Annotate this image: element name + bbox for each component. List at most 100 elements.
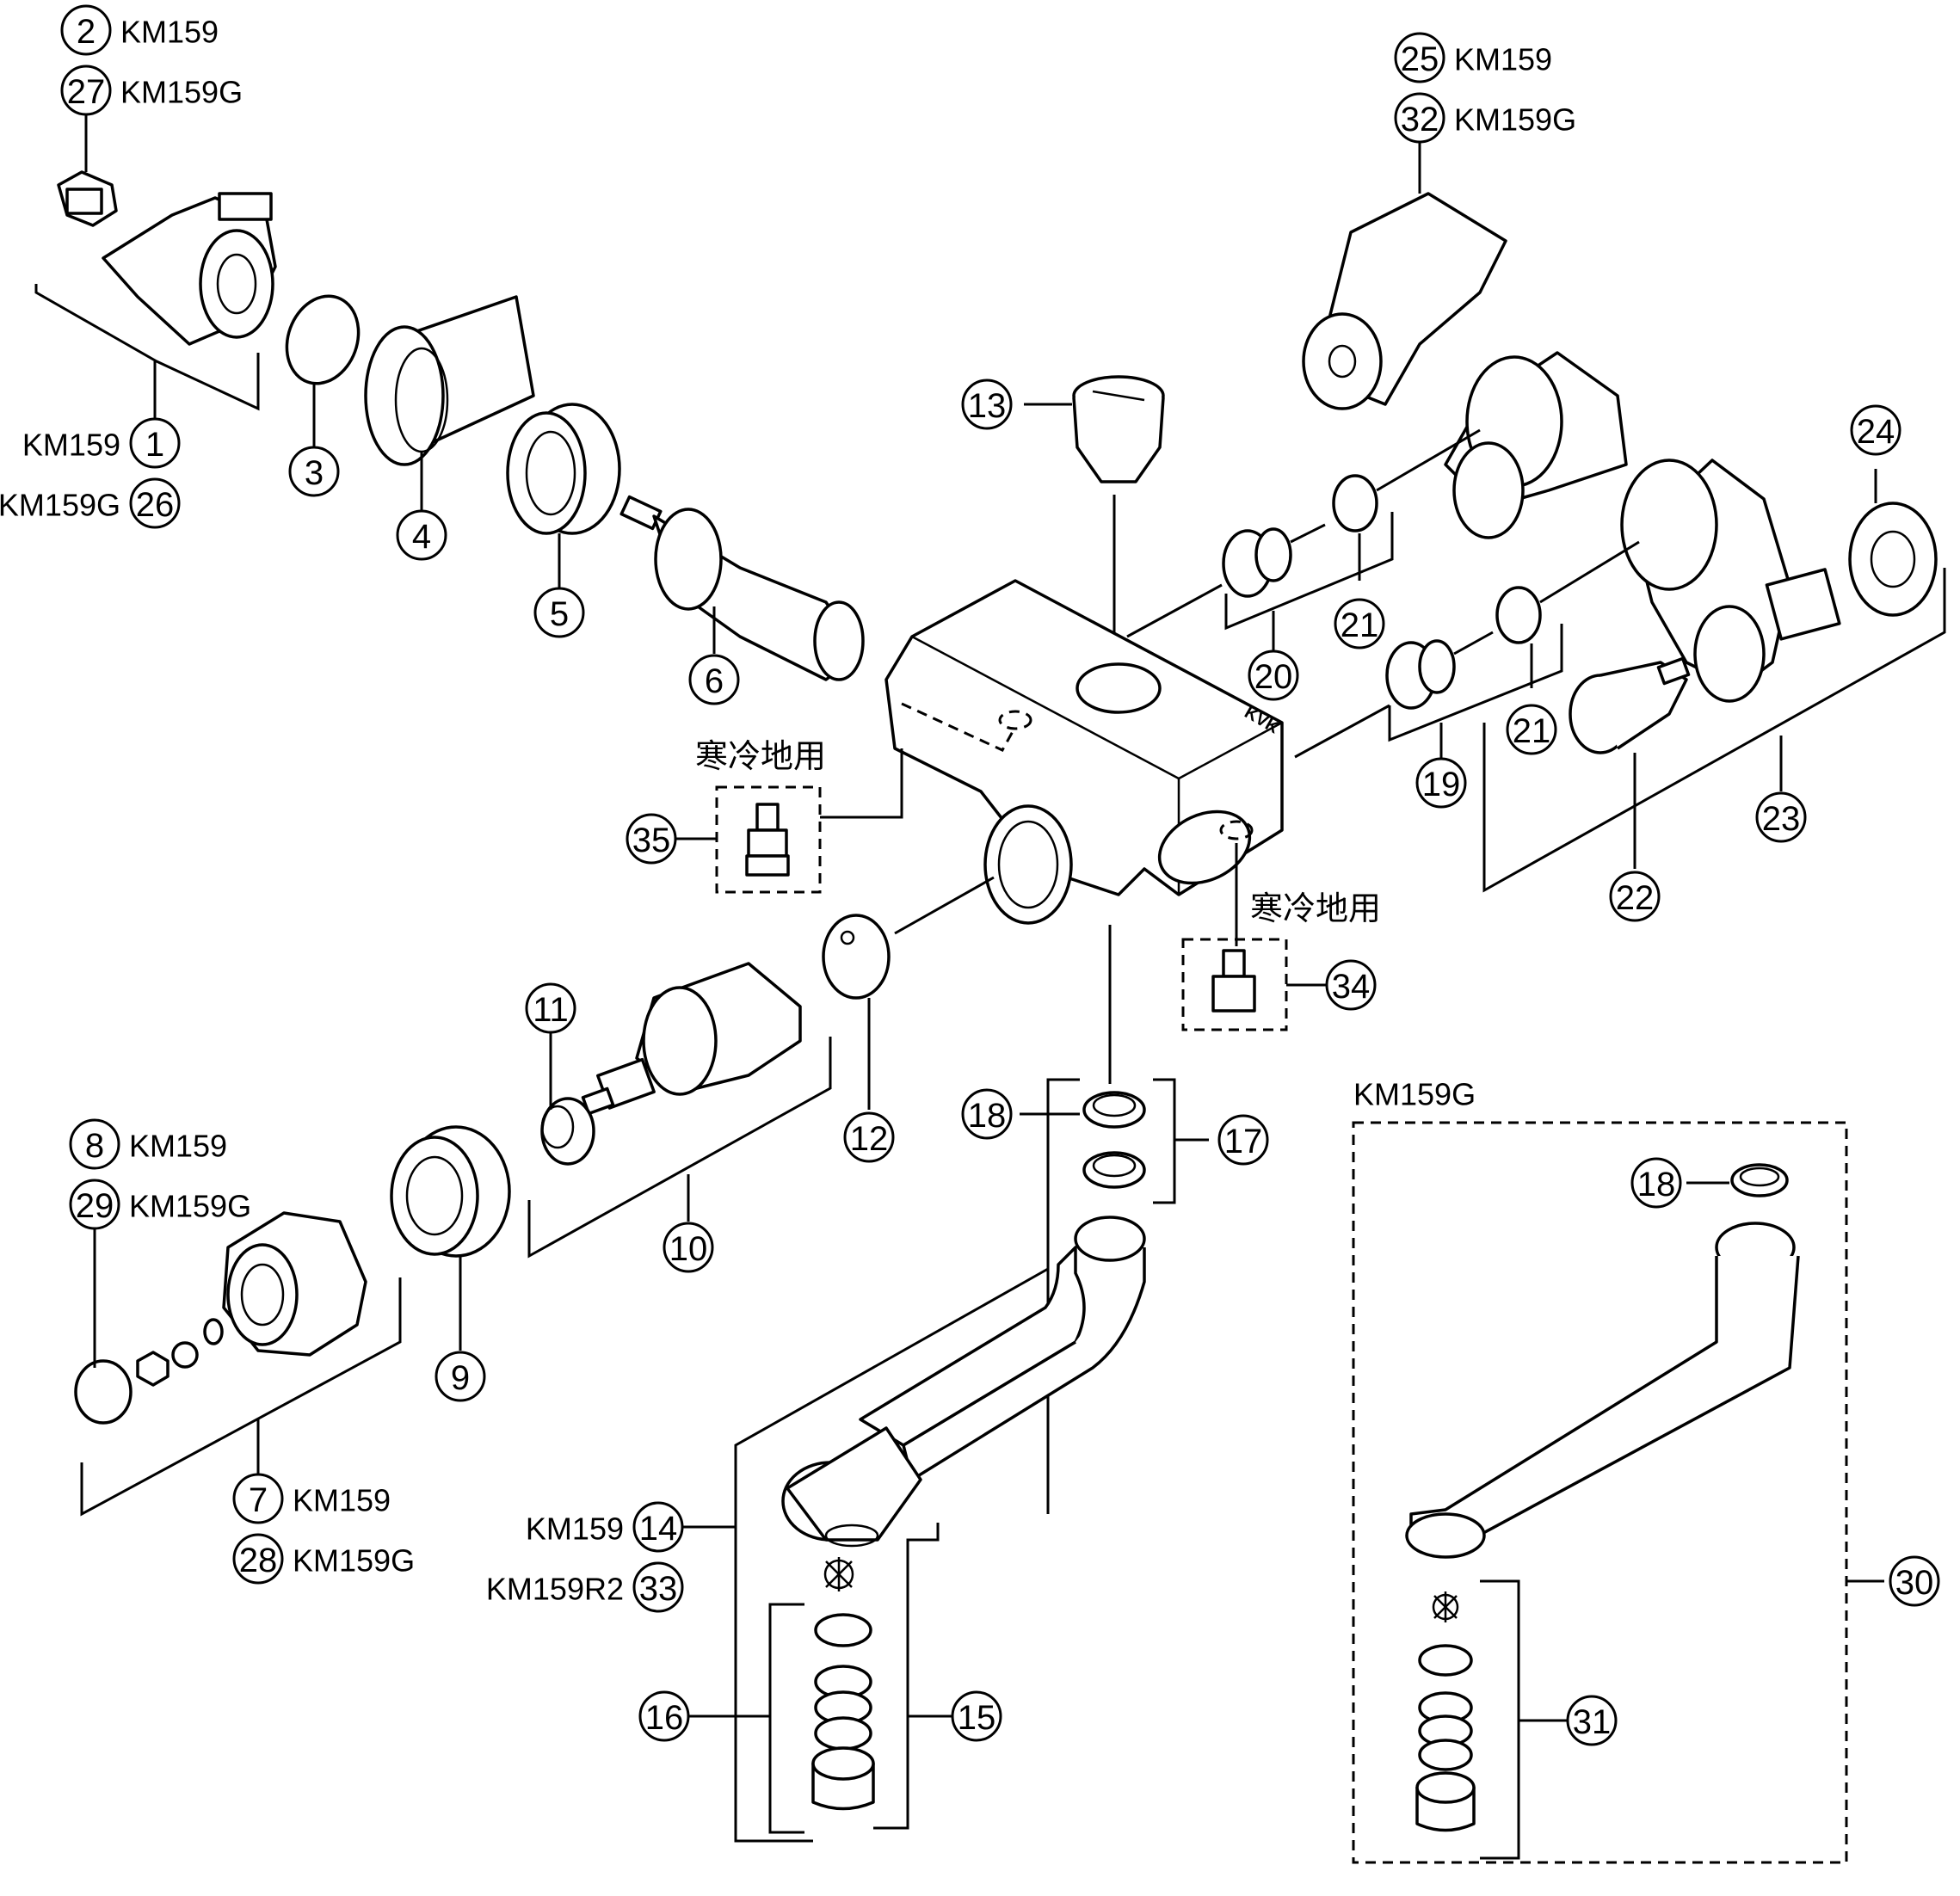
part-17-washer-drawing <box>1082 1151 1146 1189</box>
callout-16: 16 <box>638 1690 690 1742</box>
callout-33: 33 KM159R2 <box>486 1561 684 1613</box>
callout-circle <box>626 813 677 865</box>
callout-34: 34 <box>1325 959 1377 1011</box>
bracket-31 <box>1480 1579 1520 1860</box>
part-30-spout-drawing <box>1405 1222 1800 1559</box>
callout-circle <box>1609 871 1661 922</box>
part-10-cartridge-drawing <box>581 962 802 1116</box>
callout-5: 5 <box>533 587 585 638</box>
part-20-check-valve-drawing <box>1222 527 1292 598</box>
part-1-handle-drawing <box>102 192 277 346</box>
callout-circle <box>69 1179 120 1230</box>
callout-11: 11 <box>525 982 576 1034</box>
callout-number: 22 <box>1616 879 1655 917</box>
aerator-set-drawing <box>811 1557 875 1811</box>
callout-circle <box>129 417 181 469</box>
callout-27: 27 KM159G <box>60 65 243 116</box>
callout-circle <box>632 1501 684 1553</box>
part-7-handle-drawing <box>222 1211 367 1357</box>
model-label: KM159R2 <box>486 1572 624 1607</box>
callout-circle <box>60 65 112 116</box>
part-8-cap-drawing <box>74 1318 224 1425</box>
callout-number: 33 <box>639 1570 678 1608</box>
part-6-cartridge-drawing <box>619 495 865 681</box>
callout-24: 24 <box>1850 404 1901 456</box>
callout-number: 12 <box>850 1120 889 1158</box>
bracket-10 <box>527 1037 832 1259</box>
callout-number: 29 <box>76 1187 114 1225</box>
callout-number: 8 <box>85 1127 104 1165</box>
callout-number: 19 <box>1422 766 1461 803</box>
part-2-cap-drawing <box>57 170 118 227</box>
callout-number: 28 <box>239 1542 278 1579</box>
callout-30: 30 <box>1889 1555 1940 1607</box>
bracket-7 <box>80 1277 402 1517</box>
callout-21: 21 <box>1506 704 1557 755</box>
model-label: KM159 <box>293 1483 391 1518</box>
callout-circle <box>288 446 340 497</box>
callout-31: 31 <box>1566 1695 1618 1746</box>
callout-circle <box>1325 959 1377 1011</box>
leader-20-line <box>1290 523 1326 544</box>
callout-circle <box>232 1473 284 1524</box>
model-label: KM159 <box>526 1511 624 1547</box>
callout-number: 4 <box>412 518 431 556</box>
part-22-stop-valve-drawing <box>1569 656 1691 754</box>
callout-6: 6 <box>688 654 740 705</box>
callout-number: 5 <box>550 595 569 633</box>
cold-region-label-34: 寒冷地用 <box>1250 891 1381 927</box>
callout-number: 9 <box>451 1359 470 1397</box>
callout-number: 16 <box>645 1699 684 1737</box>
part-9-nut-drawing <box>390 1125 511 1258</box>
callout-circle <box>435 1351 486 1402</box>
callout-circle <box>1889 1555 1940 1607</box>
callout-number: 20 <box>1254 658 1293 696</box>
star-insert-31-icon <box>1432 1591 1459 1622</box>
callout-number: 6 <box>705 662 724 700</box>
callout-9: 9 <box>435 1351 486 1402</box>
callout-number: 1 <box>145 426 164 464</box>
callout-circle <box>951 1690 1002 1742</box>
callout-number: 26 <box>136 486 175 524</box>
part-11-clip-drawing <box>540 1097 595 1166</box>
callout-circle <box>1630 1157 1682 1209</box>
bracket-17 <box>1153 1078 1176 1204</box>
callout-circle <box>129 477 181 529</box>
part-24-inner <box>1870 530 1916 588</box>
callout-circle <box>1248 649 1299 701</box>
part-25-holder-drawing <box>1302 192 1507 410</box>
part-14-spout-drawing <box>781 1216 1146 1548</box>
bracket-1 <box>34 284 260 411</box>
part-21b-washer-drawing <box>1495 586 1542 644</box>
callout-circle <box>688 654 740 705</box>
callout-number: 30 <box>1895 1564 1934 1602</box>
callout-circle <box>1566 1695 1618 1746</box>
callout-circle <box>1394 32 1445 83</box>
callout-circle <box>60 4 112 56</box>
bracket-19 <box>1388 624 1563 742</box>
callout-circle <box>1755 791 1807 843</box>
callout-number: 10 <box>669 1230 708 1268</box>
part-5-nut-drawing <box>506 403 621 535</box>
callout-13: 13 <box>961 379 1013 430</box>
callout-12: 12 <box>843 1111 895 1163</box>
cold-region-label-35: 寒冷地用 <box>695 739 826 775</box>
part-18b-washer-drawing <box>1730 1163 1789 1197</box>
model-label: KM159 <box>1454 42 1552 77</box>
callout-number: 7 <box>249 1481 268 1519</box>
bracket-23 <box>1482 568 1946 893</box>
callout-number: 3 <box>305 454 324 492</box>
callout-10: 10 <box>663 1222 714 1273</box>
model-label: KM159G <box>120 75 243 110</box>
callout-number: 27 <box>67 73 106 111</box>
callout-number: 34 <box>1332 968 1371 1006</box>
